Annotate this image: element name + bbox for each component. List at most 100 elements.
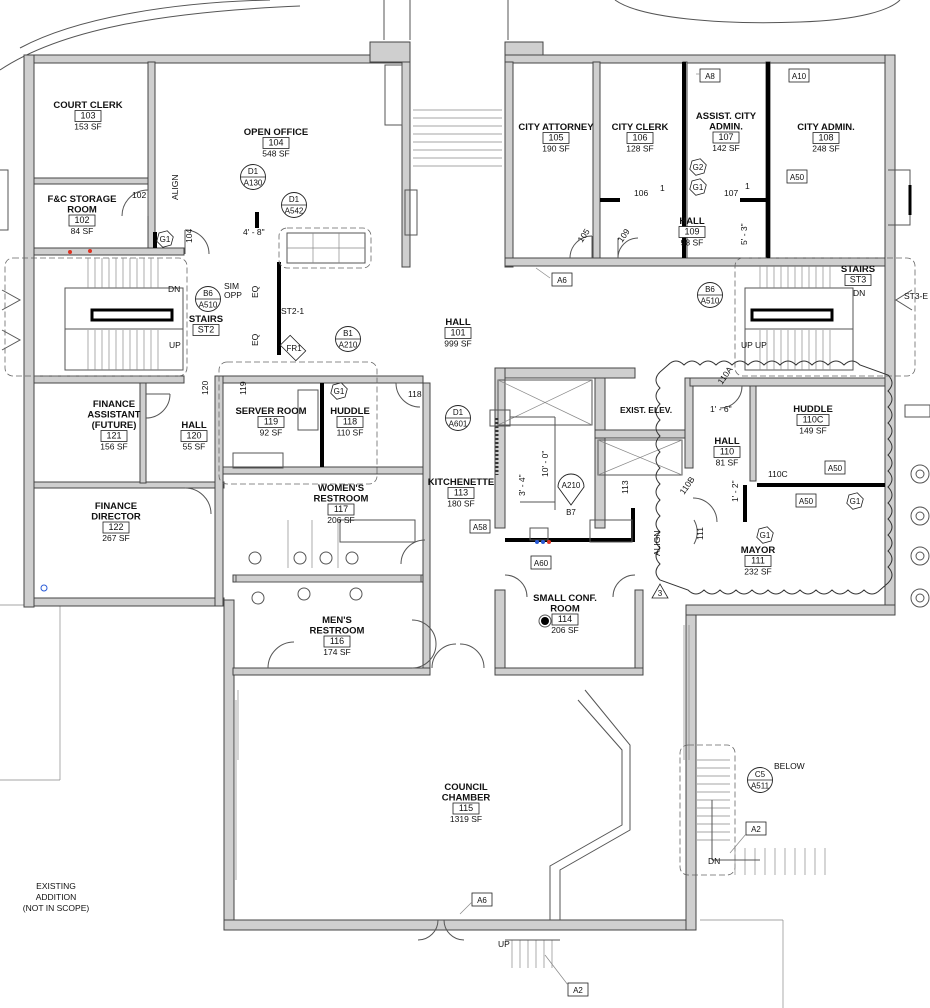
room-name-106: CITY CLERK — [612, 122, 669, 133]
exterior-stair-south — [505, 939, 560, 968]
keynote-tag-box — [471, 892, 493, 907]
room-number-106: 106 — [632, 133, 647, 143]
room-name-109: HALL — [679, 216, 705, 227]
room-area-106: 128 SF — [626, 144, 653, 154]
callout-detail-b6: B6 — [203, 289, 213, 298]
up-label-south: UP — [498, 939, 510, 949]
callout-detail-b6: B6 — [705, 285, 715, 294]
room-number-box — [796, 414, 830, 426]
partition-tag-hex — [846, 492, 864, 510]
room-number-box — [452, 802, 480, 815]
keynote-tag-box — [795, 493, 817, 508]
room-number-box — [551, 613, 579, 626]
eq-label-1: EQ — [250, 285, 260, 298]
room-number-box — [323, 635, 351, 648]
room-area-102: 84 SF — [71, 226, 94, 236]
dn-label-st2: DN — [168, 284, 180, 294]
room-number-115: 115 — [459, 803, 473, 813]
room-number-box — [626, 132, 654, 144]
align-label-2: ALIGN — [652, 530, 662, 556]
callout-sheet-a210: A210 — [339, 341, 358, 350]
room-number-box — [713, 446, 741, 458]
room-name-114-line-2: ROOM — [550, 604, 580, 615]
callout-detail-d1: D1 — [248, 167, 259, 176]
room-area-117: 206 SF — [327, 515, 354, 525]
door-tag-106: 106 — [634, 188, 648, 198]
door-tag-113: 113 — [620, 480, 630, 494]
elevation-callout — [557, 473, 585, 506]
partition-tag-g1: G1 — [334, 387, 345, 396]
room-number-117: 117 — [334, 504, 348, 514]
room-area-114: 206 SF — [551, 625, 578, 635]
callout-sheet-a511: A511 — [751, 782, 770, 791]
keynote-tag-a8: A8 — [705, 72, 715, 81]
callout-sheet-a510: A510 — [199, 301, 218, 310]
dimension-string: 10' - 0" — [540, 451, 550, 477]
door-tag-119: 119 — [238, 381, 248, 395]
room-number-104: 104 — [268, 138, 283, 148]
st3-e-label: ST3-E — [904, 291, 928, 301]
callout-detail-d1: D1 — [453, 408, 464, 417]
door-tag-1: 1 — [660, 183, 665, 193]
door-swings — [121, 189, 743, 941]
keynote-tag-box — [567, 982, 589, 997]
partition-tag-hex — [156, 230, 174, 248]
room-area-121: 156 SF — [100, 442, 127, 452]
room-number-box — [444, 327, 472, 339]
existing-addition-line-1: EXISTING — [36, 881, 76, 891]
dn-label-st3: DN — [853, 288, 865, 298]
room-area-103: 153 SF — [74, 122, 101, 132]
room-area-118: 110 SF — [337, 428, 364, 438]
door-tag-118: 118 — [408, 389, 422, 399]
room-number-122: 122 — [108, 522, 123, 532]
room-name-119: SERVER ROOM — [235, 406, 306, 417]
room-number-st2: ST2 — [198, 325, 215, 335]
room-area-111: 232 SF — [744, 567, 771, 577]
keynote-tag-a50: A50 — [790, 173, 805, 182]
keynote-tag-a60: A60 — [534, 559, 549, 568]
existing-addition-line-2: ADDITION — [36, 892, 77, 902]
exterior-openings — [0, 169, 913, 351]
stair-st3 — [734, 257, 916, 377]
room-area-110: 81 SF — [716, 458, 739, 468]
room-name-102-line-1: F&C STORAGE — [48, 194, 117, 205]
callout-sheet-a601: A601 — [449, 420, 468, 429]
callout-sheet-a130: A130 — [244, 179, 263, 188]
keynote-tag-box — [699, 68, 721, 83]
dn-label-ext: DN — [708, 856, 720, 866]
keynote-tag-a58: A58 — [473, 523, 488, 532]
stair-st2 — [4, 257, 188, 377]
room-name-115-line-1: COUNCIL — [444, 782, 487, 793]
room-name-121-line-2: ASSISTANT — [87, 410, 140, 421]
door-tag-120: 120 — [200, 381, 210, 395]
room-name-107-line-1: ASSIST. CITY — [696, 111, 757, 122]
room-area-119: 92 SF — [260, 428, 283, 438]
revision-cloud — [655, 360, 893, 595]
dimension-string: 1' - 2" — [730, 480, 740, 502]
room-number-box — [844, 274, 872, 286]
room-number-box — [712, 131, 740, 144]
partition-tag-g1: G1 — [760, 531, 771, 540]
keynote-tag-a2: A2 — [751, 825, 761, 834]
dimension-string: 5' - 3" — [739, 223, 749, 245]
partition-tag-g2: G2 — [693, 163, 704, 172]
room-area-101: 999 SF — [444, 339, 471, 349]
room-name-117-line-1: WOMEN'S — [318, 483, 364, 494]
room-number-box — [180, 430, 208, 442]
opp-label: OPP — [224, 290, 242, 300]
room-number-box — [542, 132, 570, 144]
interior-walls — [33, 61, 886, 676]
callout-sheet-a542: A542 — [285, 207, 304, 216]
callout-detail-c5: C5 — [755, 770, 766, 779]
room-number-box — [100, 430, 128, 442]
door-tag-110b: 110B — [677, 474, 696, 496]
partition-tag-g1: G1 — [850, 497, 861, 506]
sim-label: SIM — [224, 281, 239, 291]
room-name-105: CITY ATTORNEY — [518, 122, 594, 133]
room-number-box — [447, 487, 475, 499]
room-area-120: 55 SF — [183, 442, 206, 452]
door-tag-102: 102 — [132, 190, 146, 200]
existing-addition-line-3: (NOT IN SCOPE) — [23, 903, 90, 913]
elevation-callout-number: A210 — [562, 481, 581, 490]
